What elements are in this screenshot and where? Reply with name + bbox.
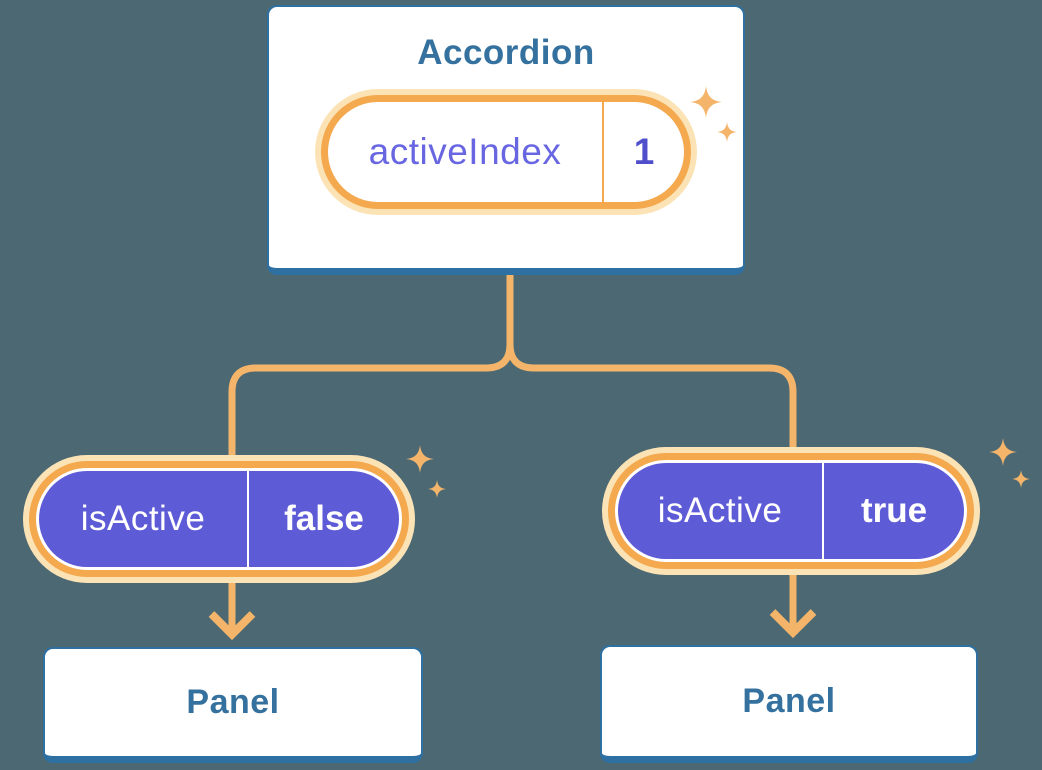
- prop-value: false: [284, 499, 364, 538]
- sparkle-icon: [406, 445, 434, 473]
- prop-pill-body: isActive false: [39, 471, 399, 567]
- pill-divider: [822, 463, 824, 559]
- prop-pill-ring: isActive true: [608, 453, 974, 569]
- sparkle-icon: [428, 480, 446, 498]
- state-label: activeIndex: [368, 131, 562, 172]
- prop-label: isActive: [657, 491, 783, 530]
- state-value: 1: [633, 131, 655, 172]
- arrow-down-icon: [208, 611, 256, 641]
- arrow-down-icon: [769, 609, 817, 639]
- pill-divider: [602, 102, 604, 202]
- prop-pill-isactive-left: isActive false: [23, 455, 415, 583]
- panel-node-left: Panel: [43, 647, 423, 763]
- prop-pill-body: isActive true: [618, 463, 964, 559]
- state-pill-activeindex: activeIndex 1: [315, 89, 697, 215]
- accordion-node: Accordion activeIndex 1: [267, 5, 745, 275]
- sparkle-icon: [1012, 470, 1030, 488]
- prop-value: true: [860, 491, 928, 530]
- prop-label: isActive: [80, 499, 206, 538]
- accordion-title: Accordion: [417, 33, 595, 72]
- panel-node-right: Panel: [600, 645, 978, 763]
- panel-title: Panel: [186, 683, 280, 721]
- prop-pill-ring: isActive false: [29, 461, 409, 577]
- sparkle-icon: [989, 438, 1017, 466]
- panel-title: Panel: [742, 682, 836, 720]
- prop-pill-isactive-right: isActive true: [602, 447, 980, 575]
- state-pill-ring: activeIndex 1: [321, 95, 691, 209]
